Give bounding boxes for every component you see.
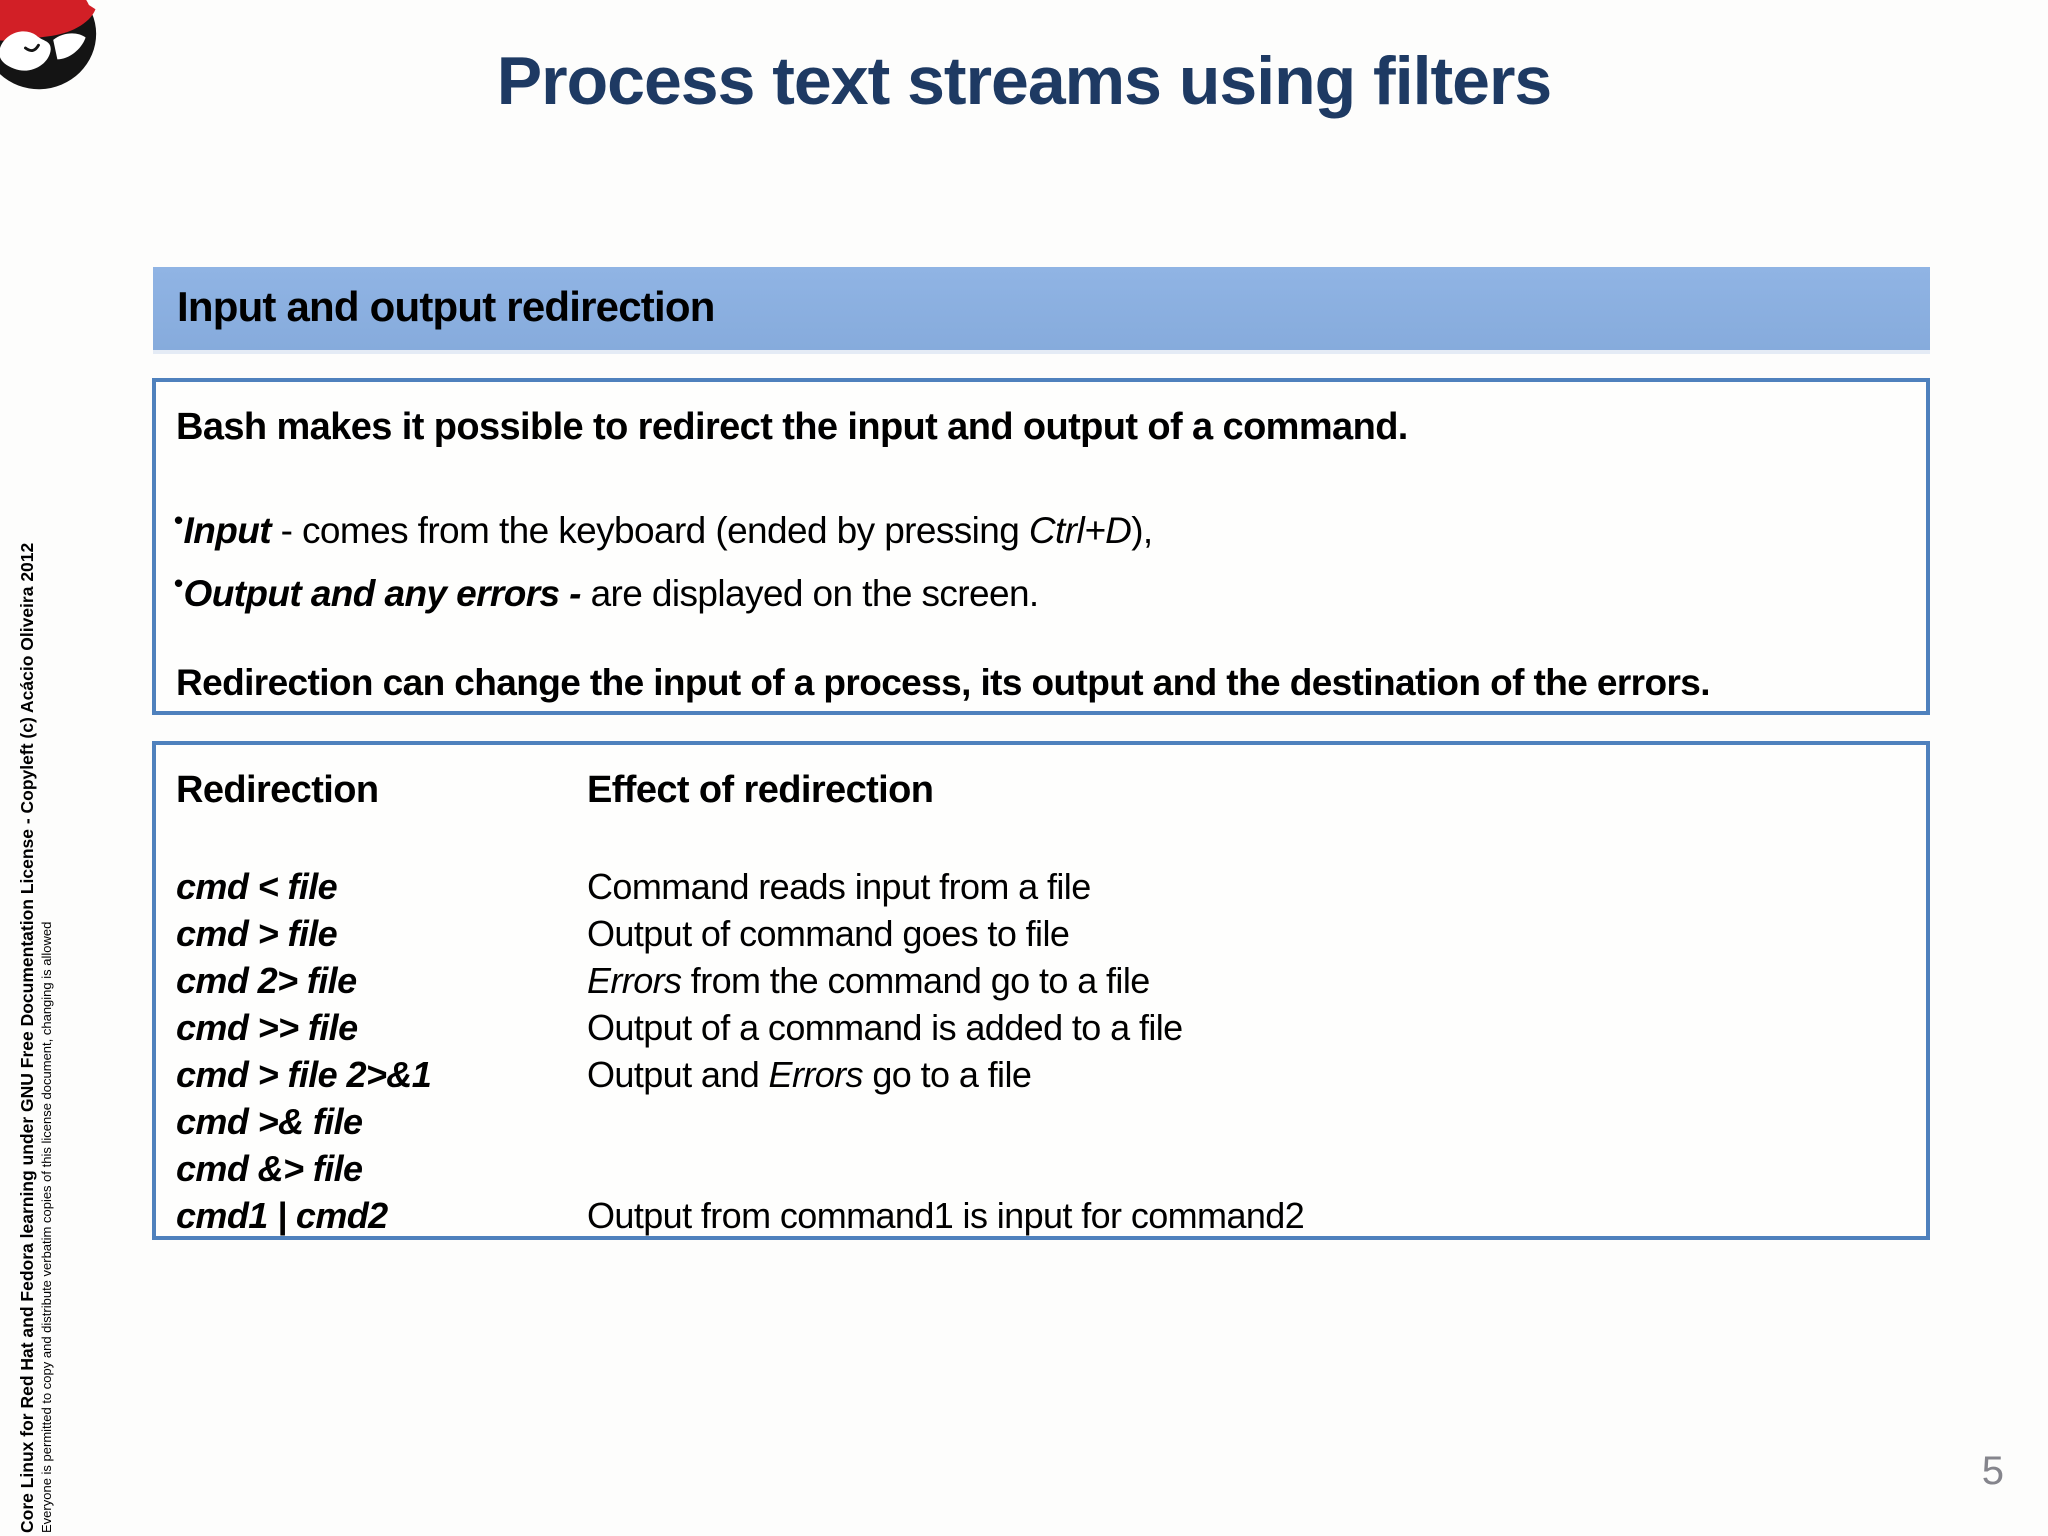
- intro-box: Bash makes it possible to redirect the i…: [152, 378, 1930, 715]
- copyright-permission-line: Everyone is permitted to copy and distri…: [39, 921, 54, 1533]
- table-row: cmd >& file: [176, 1098, 1896, 1145]
- copyright-sidebar: Core Linux for Red Hat and Fedora learni…: [16, 488, 55, 1533]
- redirection-table-box: Redirection Effect of redirection cmd < …: [152, 741, 1930, 1240]
- table-header-row: Redirection Effect of redirection: [176, 769, 1896, 812]
- page-title: Process text streams using filters: [496, 43, 1552, 119]
- redirection-effect-cell: Command reads input from a file: [587, 863, 1091, 910]
- intro-footer: Redirection can change the input of a pr…: [176, 662, 1711, 703]
- table-row: cmd > file Output of command goes to file: [176, 910, 1896, 957]
- table-row: cmd1 | cmd2 Output from command1 is input…: [176, 1192, 1896, 1239]
- text-segment: Command reads input from a file: [587, 866, 1091, 907]
- table-row: cmd >> file Output of a command is added …: [176, 1004, 1896, 1051]
- text-segment: - comes from the keyboard (ended by pres…: [270, 510, 1029, 551]
- redirection-command-cell: cmd < file: [176, 866, 338, 907]
- redirection-effect-cell: Output and Errors go to a file: [587, 1051, 1032, 1098]
- redirection-effect-cell: Errors from the command go to a file: [587, 957, 1150, 1004]
- redirection-command-cell: cmd 2> file: [176, 960, 357, 1001]
- text-segment: Input: [183, 510, 272, 551]
- redirection-effect-cell: [587, 1145, 596, 1192]
- text-segment: Errors: [587, 960, 682, 1001]
- table-header-redirection: Redirection: [176, 769, 379, 811]
- text-segment: Output and any errors -: [183, 573, 591, 614]
- text-segment: Errors: [768, 1054, 864, 1095]
- table-row: cmd &> file: [176, 1145, 1896, 1192]
- bullet-item: •Input - comes from the keyboard (ended …: [174, 494, 1153, 557]
- text-segment: Output of a command is added to a file: [587, 1007, 1183, 1048]
- text-segment: Output and: [587, 1054, 769, 1095]
- text-segment: ),: [1131, 510, 1153, 551]
- redirection-effect-cell: Output of command goes to file: [587, 910, 1070, 957]
- section-header-bar: Input and output redirection: [153, 267, 1930, 350]
- text-segment: Output of command goes to file: [587, 913, 1070, 954]
- text-segment: go to a file: [862, 1054, 1032, 1095]
- page-number: 5: [1981, 1449, 2004, 1493]
- table-row: cmd > file 2>&1 Output and Errors go to a…: [176, 1051, 1896, 1098]
- copyright-license-line: Core Linux for Red Hat and Fedora learni…: [17, 542, 37, 1533]
- text-segment: Output from command1 is input for comman…: [587, 1195, 1305, 1236]
- redirection-command-cell: cmd &> file: [176, 1148, 363, 1189]
- text-segment: are displayed on the screen.: [590, 573, 1040, 614]
- intro-bullet-list: •Input - comes from the keyboard (ended …: [174, 494, 1153, 620]
- redirection-effect-cell: Output of a command is added to a file: [587, 1004, 1183, 1051]
- table-row: cmd < file Command reads input from a fil…: [176, 863, 1896, 910]
- table-header-effect: Effect of redirection: [587, 769, 934, 811]
- text-segment: Ctrl+D: [1028, 510, 1132, 551]
- bullet-item: •Output and any errors - are displayed o…: [174, 557, 1153, 620]
- table-row: cmd 2> file Errors from the command go to…: [176, 957, 1896, 1004]
- redirection-effect-cell: [587, 1098, 596, 1145]
- intro-heading: Bash makes it possible to redirect the i…: [176, 406, 1408, 448]
- redirection-command-cell: cmd > file 2>&1: [176, 1054, 432, 1095]
- bullet-icon: •: [174, 505, 183, 535]
- redirection-command-cell: cmd > file: [176, 913, 338, 954]
- redirection-effect-cell: Output from command1 is input for comman…: [587, 1192, 1305, 1239]
- text-segment: from the command go to a file: [681, 960, 1150, 1001]
- redirection-command-cell: cmd1 | cmd2: [176, 1195, 388, 1236]
- bullet-icon: •: [174, 568, 183, 598]
- redirection-command-cell: cmd >> file: [176, 1007, 358, 1048]
- redirection-command-cell: cmd >& file: [176, 1101, 363, 1142]
- table-body: cmd < file Command reads input from a fil…: [176, 863, 1896, 1239]
- section-header-label: Input and output redirection: [177, 283, 715, 330]
- redhat-logo-icon: [0, 0, 104, 96]
